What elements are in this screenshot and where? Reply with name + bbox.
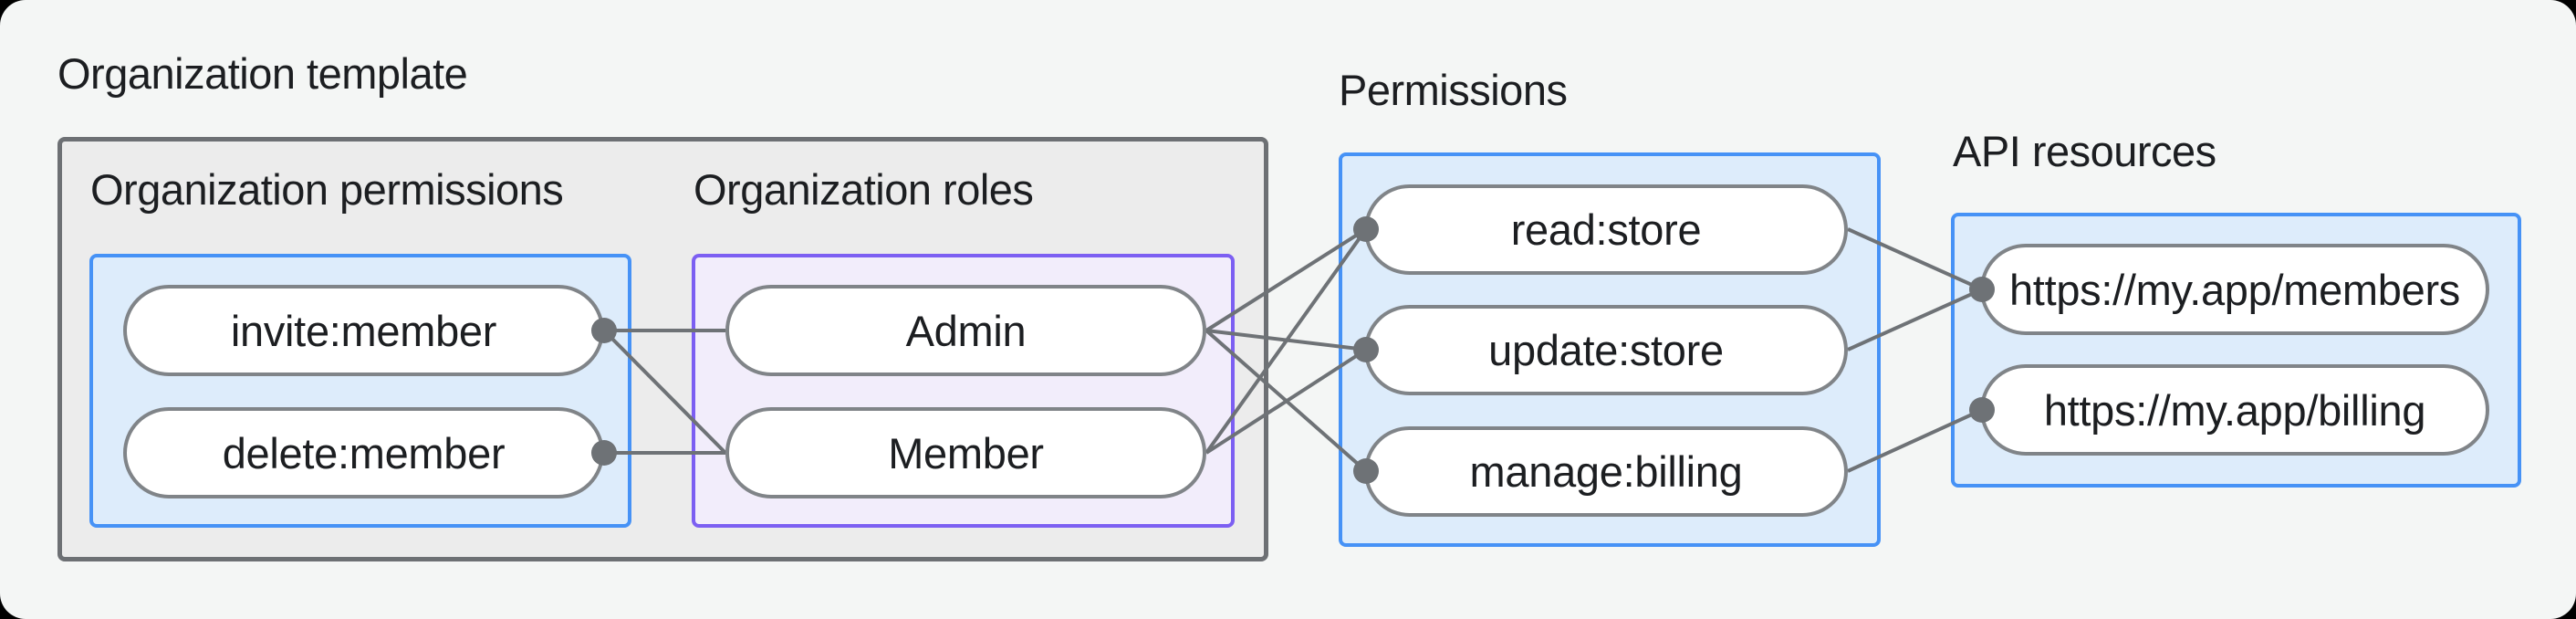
node-member: Member xyxy=(725,407,1206,498)
node-admin-label: Admin xyxy=(905,306,1027,355)
node-invite-member: invite:member xyxy=(123,285,604,376)
api-resources-label: API resources xyxy=(1953,127,2216,175)
node-read-store-label: read:store xyxy=(1510,205,1702,254)
node-update-store: update:store xyxy=(1364,305,1848,395)
node-update-store-label: update:store xyxy=(1488,326,1724,374)
node-member-label: Member xyxy=(888,428,1044,477)
node-api-members-label: https://my.app/members xyxy=(2008,265,2461,314)
permissions-label: Permissions xyxy=(1339,66,1568,114)
node-manage-billing-label: manage:billing xyxy=(1469,447,1743,496)
node-invite-member-label: invite:member xyxy=(230,306,497,355)
organization-roles-label: Organization roles xyxy=(694,165,1034,214)
node-delete-member: delete:member xyxy=(123,407,604,498)
node-api-members: https://my.app/members xyxy=(1980,244,2489,335)
node-api-billing-label: https://my.app/billing xyxy=(2043,385,2426,435)
node-delete-member-label: delete:member xyxy=(222,428,506,477)
organization-template-label: Organization template xyxy=(57,49,468,98)
node-api-billing: https://my.app/billing xyxy=(1980,364,2489,456)
organization-permissions-label: Organization permissions xyxy=(90,165,564,214)
node-admin: Admin xyxy=(725,285,1206,376)
node-read-store: read:store xyxy=(1364,184,1848,275)
node-manage-billing: manage:billing xyxy=(1364,426,1848,517)
